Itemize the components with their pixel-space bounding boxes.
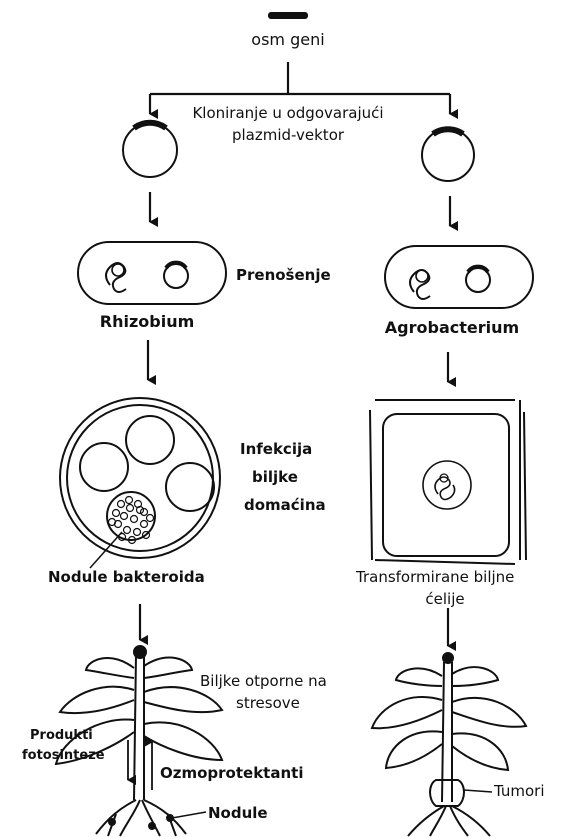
agrobacterium-cell <box>385 246 533 308</box>
transformed-plant-cells <box>370 400 526 564</box>
osm-gene-bar <box>268 12 308 19</box>
rhizobium-label: Rhizobium <box>72 312 222 331</box>
photosynthesis-products-label-line2: fotosinteze <box>22 746 105 765</box>
nodule-bacteroids-label: Nodule bakteroida <box>48 568 205 587</box>
arrows-to-bacteria <box>150 192 450 226</box>
arrows-to-infection <box>148 340 448 382</box>
tumors-label: Tumori <box>494 782 545 801</box>
cloning-label-line2: plazmid-vektor <box>168 126 408 145</box>
transfer-label: Prenošenje <box>236 266 331 285</box>
nodules-label: Nodule <box>208 804 268 823</box>
infection-label-line1: Infekcija <box>240 440 312 459</box>
tumor-plant <box>372 653 526 836</box>
resistant-plants-label-line2: stresove <box>236 694 300 713</box>
arrows-to-plants <box>140 604 448 646</box>
infection-label-line3: domaćina <box>244 496 326 515</box>
osmoprotectants-label: Ozmoprotektanti <box>160 764 303 783</box>
transformed-cells-label-line1: Transformirane biljne <box>356 568 514 587</box>
gene-label: osm geni <box>228 30 348 49</box>
infection-label-line2: biljke <box>252 468 298 487</box>
cloning-label-line1: Kloniranje u odgovarajući <box>168 104 408 123</box>
transformed-cells-label-line2: ćelije <box>400 590 490 609</box>
bacteroid-pointer <box>90 532 122 568</box>
plasmid-right <box>422 129 474 181</box>
agrobacterium-label: Agrobacterium <box>372 318 532 337</box>
rhizobium-cell <box>78 242 226 304</box>
photosynthesis-products-label-line1: Produkti <box>30 726 93 745</box>
resistant-plants-label-line1: Biljke otporne na <box>200 672 327 691</box>
bacteroids-cluster <box>109 497 154 544</box>
